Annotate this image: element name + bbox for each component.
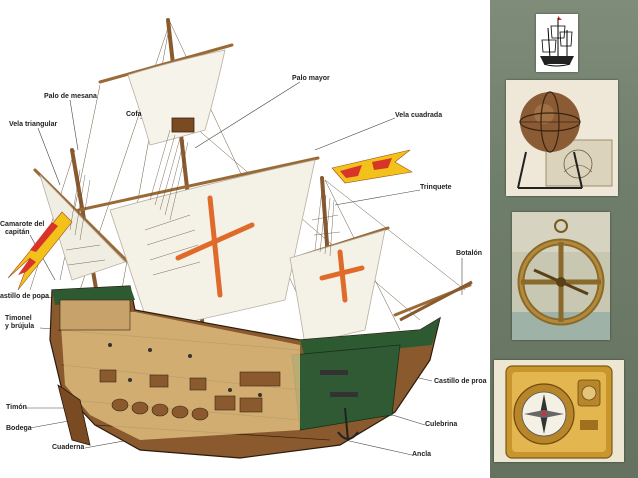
label-ancla: Ancla — [412, 451, 432, 458]
rudder — [57, 384, 91, 446]
ship-drawing — [7, 18, 473, 459]
armillary-sphere-icon — [506, 80, 618, 196]
label-culebrina: Culebrina — [425, 421, 458, 428]
ratlines — [65, 129, 341, 276]
red-cross-emblems — [175, 195, 365, 303]
label-castillo-de-popa: astillo de popa — [0, 293, 50, 300]
label-trinquete: Trinquete — [420, 184, 452, 191]
bowsprit — [399, 280, 473, 322]
label-y-brujula: y brújula — [5, 323, 35, 330]
label-cofa: Cofa — [126, 111, 142, 118]
captain-cabin — [59, 299, 131, 331]
label-camarote-line1: Camarote del — [0, 221, 45, 228]
label-vela-triangular: Vela triangular — [9, 121, 58, 128]
topsail — [127, 49, 226, 146]
label-palo-de-mesana: Palo de mesana — [44, 93, 97, 100]
astrolabe-icon — [512, 212, 610, 340]
crows-nest — [171, 117, 195, 133]
instrument-side-panel — [490, 0, 638, 478]
foresail — [289, 229, 386, 346]
label-botalon: Botalón — [456, 250, 483, 257]
main-pennant-stripes — [340, 158, 392, 178]
label-vela-cuadrada: Vela cuadrada — [395, 112, 443, 119]
cargo-barrels — [99, 369, 281, 421]
ship-cutaway-illustration: Palo de mesana Vela triangular Cofa Palo… — [0, 18, 487, 459]
stern-pennant-stripes — [18, 222, 58, 275]
label-castillo-de-proa: Castillo de proa — [434, 378, 487, 385]
bow-bulwark — [300, 318, 440, 358]
label-timon: Timón — [6, 404, 27, 411]
crew-figures — [108, 343, 262, 397]
anchor — [337, 407, 359, 441]
label-camarote-line2: capitán — [5, 229, 30, 236]
caravel-sketch-icon — [536, 14, 578, 72]
label-timonel: Timonel — [5, 315, 32, 322]
label-cuaderna: Cuaderna — [52, 444, 85, 451]
cannons — [320, 370, 358, 397]
stern-pennant — [7, 211, 73, 291]
compass-icon — [494, 360, 624, 462]
label-palo-mayor: Palo mayor — [292, 75, 330, 82]
label-bodega: Bodega — [6, 425, 32, 432]
main-pennant — [331, 149, 413, 184]
